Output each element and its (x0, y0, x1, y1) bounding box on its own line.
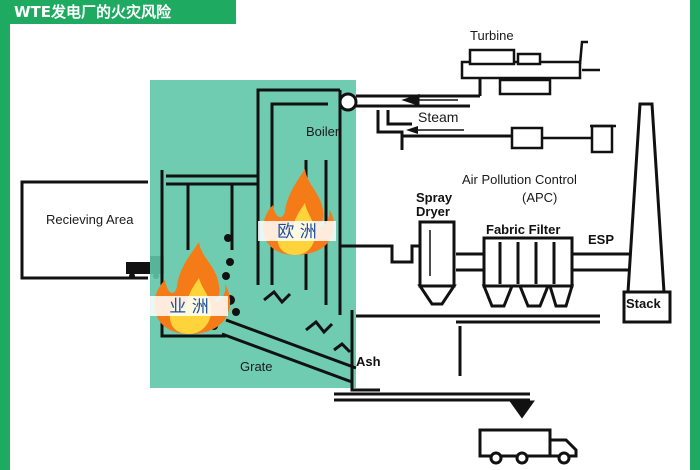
right-accent-bar (690, 0, 700, 470)
ash-truck-icon (478, 428, 578, 465)
receiving-area-label: Recieving Area (46, 212, 134, 227)
receiving-area-building (20, 180, 148, 280)
apc-label-line2: (APC) (522, 190, 557, 205)
steam-piping (356, 76, 520, 150)
turbine-label: Turbine (470, 28, 514, 43)
apc-unit (510, 124, 616, 154)
fabric-filter (481, 236, 575, 308)
europe-label: 欧 洲 (277, 222, 316, 242)
stack-label: Stack (626, 296, 661, 311)
ash-conveyor (334, 326, 535, 419)
boiler-label: Boiler (306, 124, 340, 139)
arrow-left-icon (406, 126, 464, 134)
esp-label: ESP (588, 232, 614, 247)
spray-dryer (417, 220, 457, 306)
grate-label: Grate (240, 359, 273, 374)
page-title: WTE发电厂的火灾风险 (10, 0, 236, 24)
spray-dryer-label-line2: Dryer (416, 204, 450, 219)
fabric-filter-label: Fabric Filter (486, 222, 560, 237)
asia-label-box (150, 296, 228, 316)
left-accent-bar (0, 0, 10, 470)
turbine-unit (460, 40, 600, 96)
spray-dryer-label-line1: Spray (416, 190, 453, 205)
europe-label-box (258, 221, 336, 241)
apc-label-line1: Air Pollution Control (462, 172, 577, 187)
asia-label: 业 洲 (169, 297, 208, 317)
stack-chimney (622, 102, 672, 324)
steam-label: Steam (418, 109, 458, 125)
ash-label: Ash (356, 354, 381, 369)
